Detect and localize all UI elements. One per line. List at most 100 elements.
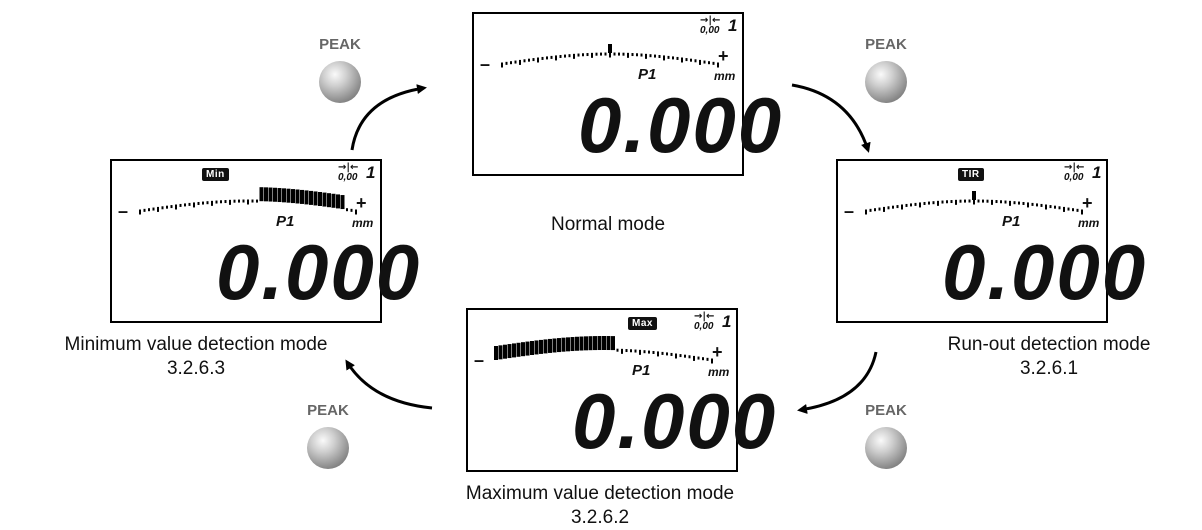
scale-dot [564,54,566,58]
unit-label: mm [708,365,730,379]
caption-min-section: 3.2.6.3 [166,358,226,379]
digital-reading: 0.000 [572,377,778,465]
scale-dot [555,55,557,61]
scale-dot [220,200,222,204]
scale-dot [654,54,656,58]
scale-dot [932,201,935,205]
analog-scale [501,44,719,68]
digital-reading: 0.000 [216,228,422,316]
scale-dot [919,202,921,208]
scale-dot [697,356,700,360]
analog-scale [494,336,713,364]
bar-segment [322,192,327,207]
arrow-runout-to-max [797,351,878,414]
scale-dot [946,200,948,204]
scale-dot [676,56,679,60]
scale-dot [143,208,146,212]
bar-segment [259,187,264,202]
scale-dot [923,201,926,205]
scale-dot [528,58,530,62]
scale-dot [591,52,593,58]
bar-segment [331,193,336,208]
scale-dot [152,207,155,211]
scale-dot [166,205,168,209]
bar-segment [516,342,521,357]
unit-label: mm [714,69,736,83]
scale-dot [670,352,673,356]
scale-dot [690,58,692,62]
scale-dot [179,203,182,207]
scale-dot [663,55,665,61]
scale-dot [350,208,353,212]
arrow-max-to-min [345,359,433,410]
caption-runout-title: Run-out detection mode [947,334,1151,355]
scale-dot [717,62,719,68]
scale-dot [170,205,173,209]
scale-dot [582,53,584,57]
scale-dot [519,59,521,65]
scale-dot [229,199,231,205]
scale-dot [883,206,885,212]
scale-dot [896,205,899,209]
bar-segment [611,336,615,351]
scale-dot [1045,204,1047,210]
scale-dot [175,204,177,210]
minus-sign: – [844,201,855,221]
scale-dot [1013,201,1016,205]
peak-button-bottom-left[interactable]: PEAK [298,402,358,469]
tolerance-icon: →|← [1064,162,1085,173]
lcd-runout: TIR →|← 0,00 1 – + P1 mm 0.000 [836,159,1145,323]
scale-dot [622,52,625,56]
scale-dot [991,199,993,205]
bar-segment [295,189,300,204]
scale-dot [977,199,980,203]
scale-dot [346,208,348,212]
bar-segment [584,336,588,351]
bar-segment [543,339,548,354]
plus-sign: + [718,46,729,66]
bar-segment [327,193,331,208]
scale-dot [699,59,701,65]
scale-dot [631,53,634,57]
scale-dot [604,52,607,56]
bar-segment [340,195,345,210]
tolerance-icon: →|← [700,15,721,26]
scale-dot [688,355,691,359]
peak-label: PEAK [865,36,907,53]
bar-segment [282,188,286,203]
peak-button-top-right[interactable]: PEAK [856,36,916,103]
scale-dot [505,61,508,65]
scale-dot [892,205,894,209]
scale-dot [675,353,677,359]
scale-dot [910,203,912,207]
scale-dot [684,354,686,358]
scale-dot [523,59,526,63]
scale-dot [964,199,966,203]
scale-dot [148,208,150,212]
scale-pointer [608,44,612,53]
digital-reading: 0.000 [578,81,784,169]
caption-min: Minimum value detection mode 3.2.6.3 [6,333,386,381]
scale-dot [693,355,695,361]
scale-dot [224,200,227,204]
mode-badge-runout: TIR [958,168,984,181]
peak-button-top-left[interactable]: PEAK [310,36,370,103]
peak-button-bottom-right[interactable]: PEAK [856,402,916,469]
scale-dot [1054,205,1056,209]
scale-dot [636,53,638,57]
bar-segment [318,192,322,206]
scale-dot [708,61,710,65]
scale-dot [640,53,643,57]
digital-reading: 0.000 [942,228,1148,316]
scale-dot [1018,201,1020,205]
caption-normal: Normal mode [550,214,666,235]
scale-dot [639,349,641,355]
bar-segment [507,344,512,359]
scale-dot [1058,206,1061,210]
scale-dot [657,351,659,357]
bar-segment [268,187,273,202]
scale-dot [869,208,872,212]
scale-dot [559,54,562,58]
scale-pointer [972,191,976,200]
